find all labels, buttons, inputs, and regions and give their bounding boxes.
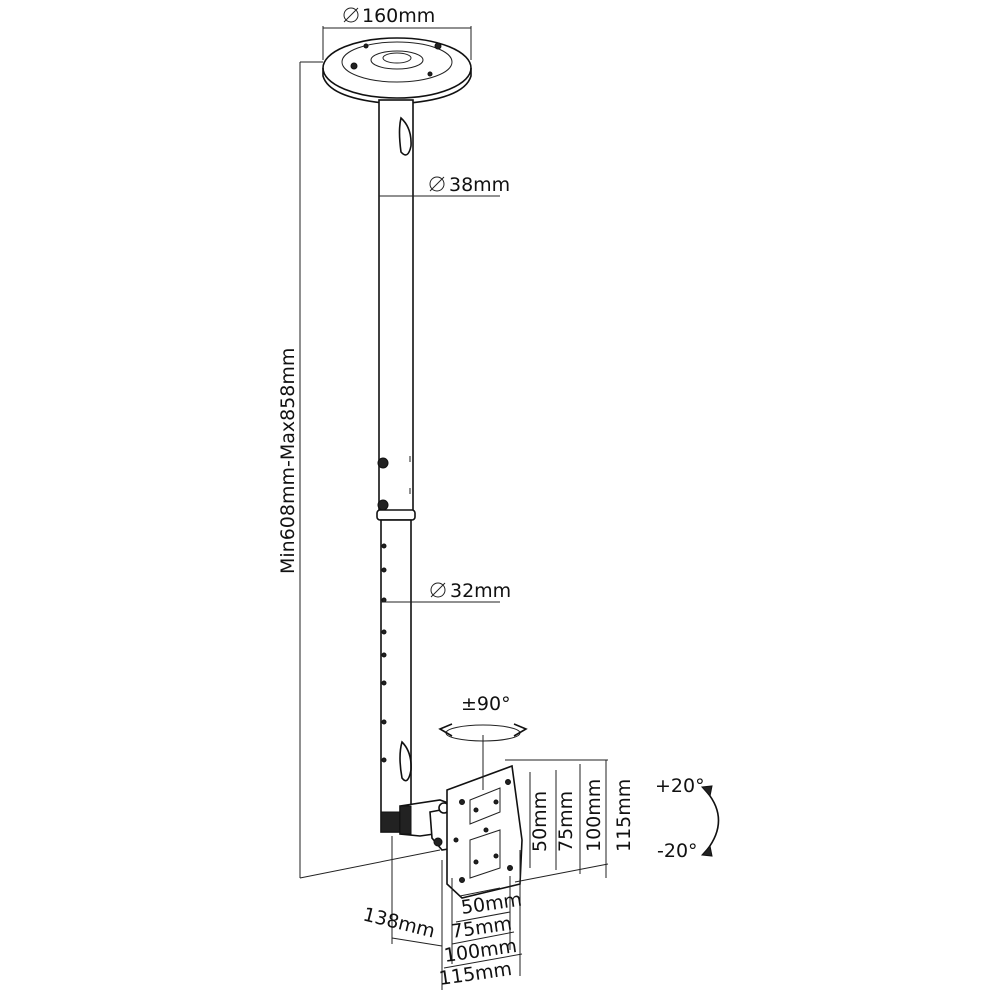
- lower-tube-diameter-label: 32mm: [450, 580, 511, 602]
- tilt-indicator: +20° -20°: [655, 775, 720, 862]
- plate-diameter-dimension: 160mm: [322, 5, 472, 60]
- upper-tube-diameter-dimension: 38mm: [413, 174, 510, 197]
- height-dimension: Min608mm-Max858mm: [277, 61, 441, 879]
- upper-tube-diameter-label: 38mm: [449, 174, 510, 196]
- vesa-vertical-75: 75mm: [555, 791, 577, 852]
- height-range-label: Min608mm-Max858mm: [277, 348, 299, 574]
- vesa-vertical-dimensions: 50mm 75mm 100mm 115mm: [505, 759, 635, 883]
- vesa-vertical-100: 100mm: [583, 779, 605, 852]
- vesa-vertical-115: 115mm: [613, 779, 635, 852]
- vesa-plate: [446, 764, 523, 899]
- vesa-vertical-50: 50mm: [529, 791, 551, 852]
- upper-tube: [376, 99, 416, 521]
- swivel-label: ±90°: [461, 693, 511, 715]
- arm-depth-label: 138mm: [361, 904, 437, 943]
- lower-tube: [380, 519, 412, 833]
- swivel-indicator: ±90°: [438, 693, 528, 790]
- tilt-up-label: +20°: [655, 775, 705, 797]
- plate-diameter-label: 160mm: [362, 5, 435, 27]
- tilt-down-label: -20°: [657, 840, 698, 862]
- ceiling-plate: [322, 37, 472, 105]
- lower-tube-diameter-dimension: 32mm: [381, 580, 511, 603]
